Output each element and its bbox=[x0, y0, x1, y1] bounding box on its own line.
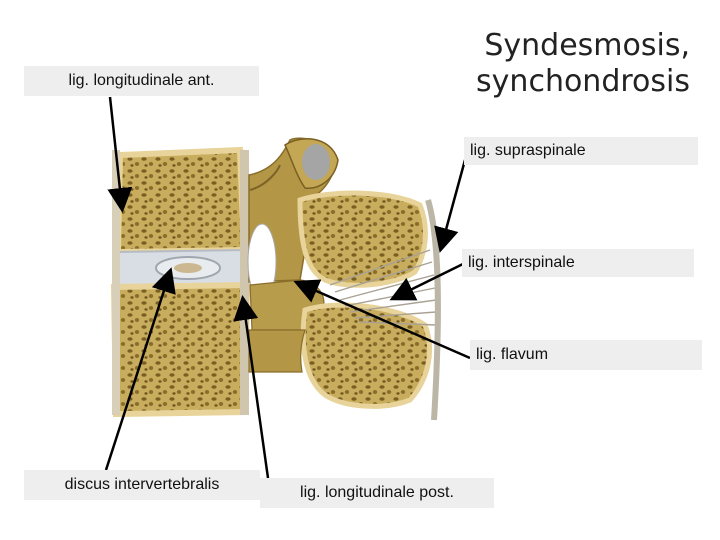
lower-spinous-process bbox=[300, 302, 433, 409]
supraspinous-ligament bbox=[425, 199, 441, 421]
title-line-2: synchondrosis bbox=[476, 64, 690, 99]
pointer-lig-supraspinale bbox=[434, 159, 467, 253]
pointer-lig-longitudinale-post bbox=[233, 295, 270, 479]
pointer-lig-longitudinale-ant bbox=[107, 96, 133, 213]
title-line-1: Syndesmosis, bbox=[484, 28, 690, 63]
upper-spinous-process bbox=[297, 190, 428, 288]
posterior-ligament-strip bbox=[240, 150, 249, 415]
slide-title: Syndesmosis, synchondrosis bbox=[440, 28, 690, 100]
pointer-lig-flavum bbox=[293, 279, 471, 360]
label-lig-supraspinale: lig. supraspinale bbox=[464, 137, 698, 165]
label-lig-longitudinale-post: lig. longitudinale post. bbox=[260, 478, 494, 508]
interspinous-ligament-fibers bbox=[329, 249, 437, 326]
lower-vertebral-body bbox=[110, 281, 251, 418]
pointer-lig-interspinale bbox=[389, 260, 468, 301]
label-lig-longitudinale-ant: lig. longitudinale ant. bbox=[24, 66, 259, 96]
label-lig-flavum: lig. flavum bbox=[470, 340, 702, 370]
anterior-ligament-strip bbox=[112, 150, 120, 415]
vertebral-arch-lower bbox=[248, 329, 306, 373]
pointer-discus-intervertebralis bbox=[104, 267, 176, 471]
label-lig-interspinale: lig. interspinale bbox=[462, 249, 694, 277]
upper-vertebral-body bbox=[114, 146, 248, 256]
label-discus-intervertebralis: discus intervertebralis bbox=[24, 470, 260, 500]
